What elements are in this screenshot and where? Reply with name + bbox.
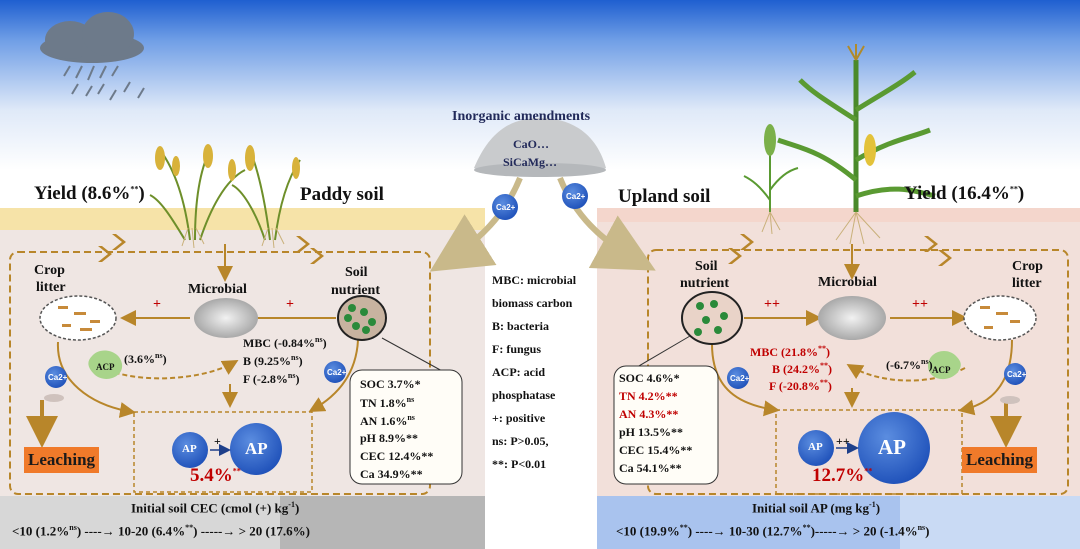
- upland-ap-small-label: AP: [808, 442, 823, 453]
- amendment-cao: CaO…: [513, 138, 549, 150]
- microbial-icon: [194, 298, 258, 338]
- paddy-soil-nutrient-label: Soil: [345, 266, 368, 280]
- legend-line: ns: P>0.05,: [492, 435, 549, 447]
- paddy-microbial-label: Microbial: [188, 283, 247, 297]
- paddy-plus-sign: +: [153, 298, 161, 312]
- upland-plus-sign: ++: [912, 298, 928, 312]
- paddy-nutrient-cec: CEC 12.4%**: [360, 450, 433, 462]
- legend-line: MBC: microbial: [492, 274, 576, 286]
- upland-soil-title: Upland soil: [618, 187, 710, 206]
- paddy-leaching-label: Leaching: [24, 447, 99, 473]
- paddy-acp-effect: (3.6%ns): [124, 352, 167, 365]
- amendments-title: Inorganic amendments: [452, 110, 590, 124]
- upland-ap-plus: ++: [836, 435, 850, 447]
- paddy-nutrient-tn: TN 1.8%ns: [360, 396, 414, 409]
- upland-nutrient-soc: SOC 4.6%*: [619, 372, 680, 384]
- paddy-ap-small-label: AP: [182, 444, 197, 455]
- paddy-fungus: F (-2.8%ns): [243, 372, 299, 385]
- upland-nutrient-cec: CEC 15.4%**: [619, 444, 692, 456]
- legend-line: +: positive: [492, 412, 545, 424]
- paddy-nutrient-ca: Ca 34.9%**: [360, 468, 423, 480]
- microbial-icon-upland: [818, 296, 886, 340]
- paddy-bar-row: <10 (1.2%ns) ----→ 10-20 (6.4%**) -----→…: [12, 524, 310, 537]
- rain-cloud-icon: [40, 12, 144, 100]
- legend-line: biomass carbon: [492, 297, 572, 309]
- crop-litter-icon: [40, 296, 116, 340]
- paddy-crop-litter-label: Crop: [34, 264, 65, 278]
- paddy-nutrient-ph: pH 8.9%**: [360, 432, 418, 444]
- upland-nutrient-ca: Ca 54.1%**: [619, 462, 682, 474]
- paddy-nutrient-soc: SOC 3.7%*: [360, 378, 421, 390]
- upland-microbial-label: Microbial: [818, 276, 877, 290]
- ca-label: Ca2+: [496, 203, 515, 212]
- paddy-bacteria: B (9.25%ns): [243, 354, 303, 367]
- paddy-yield: Yield (8.6%**): [34, 184, 145, 203]
- paddy-ap-large-label: AP: [245, 440, 268, 457]
- upland-acp-effect: (-6.7%ns): [886, 358, 933, 371]
- ca-label: Ca2+: [327, 368, 346, 377]
- legend-line: phosphatase: [492, 389, 555, 401]
- upland-mbc: MBC (21.8%**): [750, 345, 830, 358]
- paddy-soil-nutrient-label: nutrient: [331, 284, 380, 298]
- legend-line: F: fungus: [492, 343, 541, 355]
- ca-label: Ca2+: [730, 374, 749, 383]
- amendment-sicamg: SiCaMg…: [503, 156, 557, 168]
- legend-line: **: P<0.01: [492, 458, 546, 470]
- wheat-plant-icon: [744, 124, 798, 212]
- paddy-crop-litter-label: litter: [36, 281, 66, 295]
- soil-nutrient-icon-upland: [682, 292, 742, 344]
- upland-bar-row: <10 (19.9%**) ----→ 10-30 (12.7%**)-----…: [616, 524, 930, 537]
- upland-ap-effect: 12.7%**: [812, 466, 872, 485]
- upland-bacteria: B (24.2%**): [772, 362, 832, 375]
- upland-plus-sign: ++: [764, 298, 780, 312]
- paddy-soil-title: Paddy soil: [300, 185, 384, 204]
- upland-crop-litter-label: Crop: [1012, 260, 1043, 274]
- upland-crop-litter-label: litter: [1012, 277, 1042, 291]
- upland-ap-large-label: AP: [878, 437, 906, 458]
- upland-nutrient-tn: TN 4.2%**: [619, 390, 678, 402]
- upland-nutrient-ph: pH 13.5%**: [619, 426, 683, 438]
- upland-acp-label: ACP: [932, 366, 951, 375]
- paddy-mbc: MBC (-0.84%ns): [243, 336, 327, 349]
- paddy-bar-title: Initial soil CEC (cmol (+) kg-1): [131, 501, 299, 514]
- upland-leaching-label: Leaching: [962, 447, 1037, 473]
- paddy-nutrient-an: AN 1.6%ns: [360, 414, 415, 427]
- ca-label: Ca2+: [48, 373, 67, 382]
- ca-label: Ca2+: [1007, 370, 1026, 379]
- upland-bar-title: Initial soil AP (mg kg-1): [752, 501, 880, 514]
- upland-nutrient-an: AN 4.3%**: [619, 408, 678, 420]
- paddy-ap-plus: +: [214, 435, 221, 447]
- paddy-acp-label: ACP: [96, 363, 115, 372]
- ca-label: Ca2+: [566, 192, 585, 201]
- upland-soil-nutrient-label: nutrient: [680, 277, 729, 291]
- crop-litter-icon-upland: [964, 296, 1036, 340]
- legend-line: B: bacteria: [492, 320, 549, 332]
- legend-line: ACP: acid: [492, 366, 545, 378]
- paddy-ap-effect: 5.4%**: [190, 466, 241, 485]
- upland-yield: Yield (16.4%**): [904, 184, 1024, 203]
- upland-fungus: F (-20.8%**): [769, 379, 832, 392]
- upland-soil-nutrient-label: Soil: [695, 260, 718, 274]
- paddy-plus-sign: +: [286, 298, 294, 312]
